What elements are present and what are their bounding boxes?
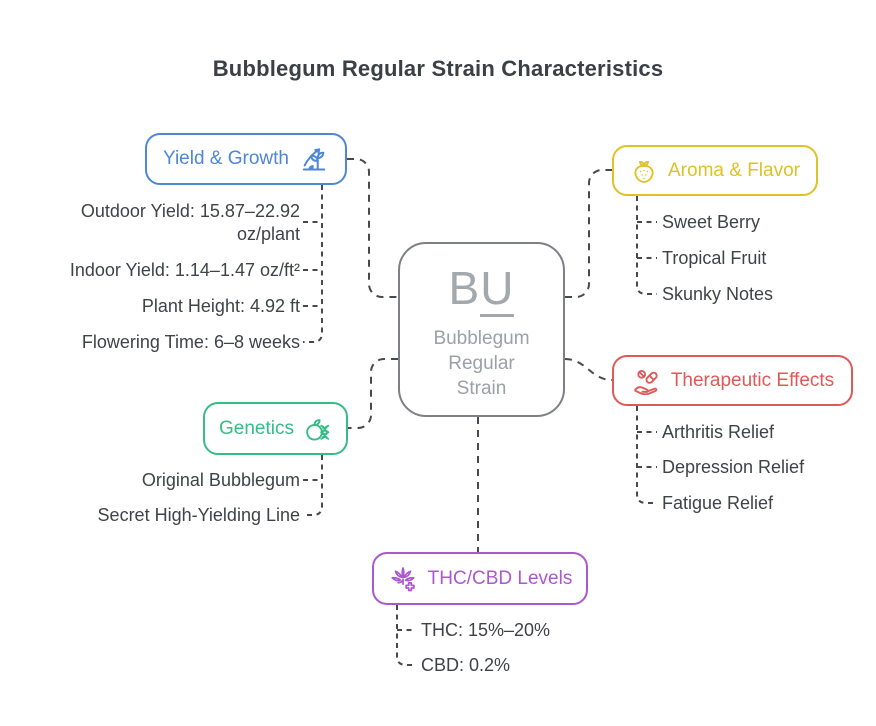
therapeutic-effects-label: Therapeutic Effects	[670, 369, 835, 391]
center-name-line: Regular	[448, 353, 515, 374]
list-item-skunky-notes: Skunky Notes	[662, 284, 774, 304]
cannabis-cross-icon	[388, 565, 418, 593]
list-item-thc-level: THC: 15%–20%	[421, 620, 551, 640]
apple-dna-icon	[304, 415, 332, 443]
list-item-outdoor-yield: Outdoor Yield: 15.87–22.92 oz/plant	[80, 201, 300, 244]
thc-cbd-levels-label: THC/CBD Levels	[427, 567, 573, 589]
bu-logo: BU	[448, 262, 515, 317]
list-item-tropical-fruit: Tropical Fruit	[662, 248, 767, 268]
list-item-depression-relief: Depression Relief	[662, 457, 805, 477]
branch-node-thc-cbd-levels: THC/CBD Levels	[372, 552, 588, 605]
center-name-line: Strain	[456, 378, 507, 399]
list-item-original-bubblegum: Original Bubblegum	[141, 470, 300, 490]
strawberry-icon	[630, 157, 658, 185]
branch-node-genetics: Genetics	[203, 402, 348, 455]
list-item-plant-height: Plant Height: 4.92 ft	[141, 296, 300, 316]
plant-growth-icon	[299, 145, 329, 173]
list-item-secret-line: Secret High-Yielding Line	[97, 505, 300, 525]
yield-growth-label: Yield & Growth	[162, 148, 289, 169]
branch-node-yield-growth: Yield & Growth	[145, 133, 347, 185]
diagram-title: Bubblegum Regular Strain Characteristics	[212, 56, 664, 81]
list-item-arthritis-relief: Arthritis Relief	[662, 422, 775, 442]
center-node-title: Bubblegum Regular Strain	[433, 326, 529, 401]
center-name-line: Bubblegum	[433, 328, 530, 349]
aroma-flavor-label: Aroma & Flavor	[668, 159, 800, 181]
list-item-sweet-berry: Sweet Berry	[662, 212, 761, 232]
list-item-fatigue-relief: Fatigue Relief	[662, 493, 774, 513]
logo-letter-u: U	[480, 265, 515, 317]
genetics-label: Genetics	[219, 417, 294, 439]
logo-letter-b: B	[448, 262, 481, 314]
branch-node-aroma-flavor: Aroma & Flavor	[612, 145, 818, 196]
branch-node-therapeutic-effects: Therapeutic Effects	[612, 355, 853, 406]
hand-pills-icon	[631, 367, 661, 395]
center-node-bubblegum-strain: BU Bubblegum Regular Strain	[398, 242, 565, 417]
list-item-indoor-yield: Indoor Yield: 1.14–1.47 oz/ft²	[69, 260, 300, 280]
list-item-flowering-time: Flowering Time: 6–8 weeks	[81, 332, 300, 352]
list-item-cbd-level: CBD: 0.2%	[421, 655, 511, 675]
